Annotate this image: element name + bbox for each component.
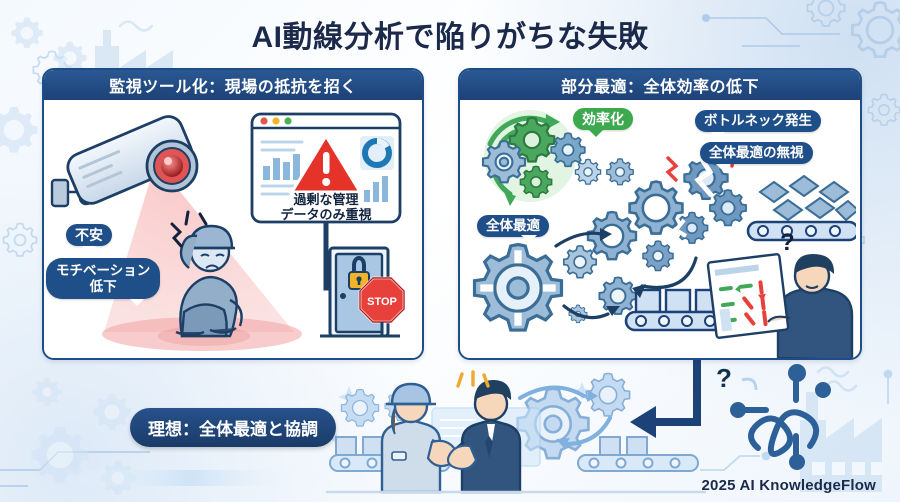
whole-optimization-gear	[472, 242, 564, 332]
businessman-figure	[444, 380, 522, 494]
elbow-arrow-icon	[652, 352, 701, 426]
stop-sign-label: STOP	[367, 296, 397, 308]
stop-sign-icon: STOP	[358, 276, 406, 336]
panel-left-body: 過剰な管理 データのみ重視	[44, 100, 422, 358]
elbow-arrow-head	[630, 406, 656, 438]
question-mark-icon-bottom: ?	[716, 363, 732, 393]
bubble-bottleneck: ボトルネック発生	[695, 110, 821, 138]
worried-worker-icon	[158, 210, 250, 346]
panel-right-illustration: ?	[472, 110, 860, 358]
locked-door-icon: STOP	[320, 246, 406, 338]
question-mark-icon-right: ?	[780, 229, 795, 256]
panel-right-body: ? 効率化 ボトルネック発生 全体最適の無視 全体最適	[460, 100, 860, 358]
panel-monitoring-tool: 監視ツール化：現場の抵抗を招く	[42, 68, 424, 360]
tangled-network-nodes	[730, 364, 831, 470]
page-title: AI動線分析で陥りがちな失敗	[251, 21, 649, 54]
ideal-state-label: 理想：全体最適と協調	[130, 408, 336, 447]
stress-marks	[170, 210, 208, 248]
flow-arrows	[554, 231, 698, 320]
panel-partial-optimization: 部分最適：全体効率の低下	[458, 68, 862, 360]
bubble-efficiency: 効率化	[573, 108, 633, 138]
broken-gear-icon	[673, 154, 747, 244]
security-camera-icon	[50, 115, 199, 208]
footer-credit: 2025 AI KnowledgeFlow	[701, 477, 876, 494]
dashboard-window-icon: 過剰な管理 データのみ重視	[250, 112, 402, 230]
worker-figure	[380, 382, 456, 494]
warning-triangle-icon	[290, 134, 362, 194]
bubble-motivation-drop: モチベーション 低下	[46, 258, 161, 307]
handshake-scene-icon	[326, 370, 706, 494]
dashboard-line1: 過剰な管理	[292, 192, 358, 207]
factory-icon-bottomright	[800, 366, 882, 492]
tangled-network-icon	[741, 375, 819, 459]
bubble-global-optimum: 全体最適	[477, 215, 549, 242]
dashboard-line2: データのみ重視	[280, 207, 371, 222]
bubble-ignore-global-optimum: 全体最適の無視	[700, 142, 813, 170]
bubble-anxiety: 不安	[66, 224, 112, 254]
green-gear-cluster	[481, 116, 586, 198]
panel-left-header: 監視ツール化：現場の抵抗を招く	[44, 70, 422, 100]
confused-person-icon: ?	[706, 229, 854, 358]
panel-right-header: 部分最適：全体効率の低下	[460, 70, 860, 100]
conveyor-belt-top	[746, 174, 860, 242]
